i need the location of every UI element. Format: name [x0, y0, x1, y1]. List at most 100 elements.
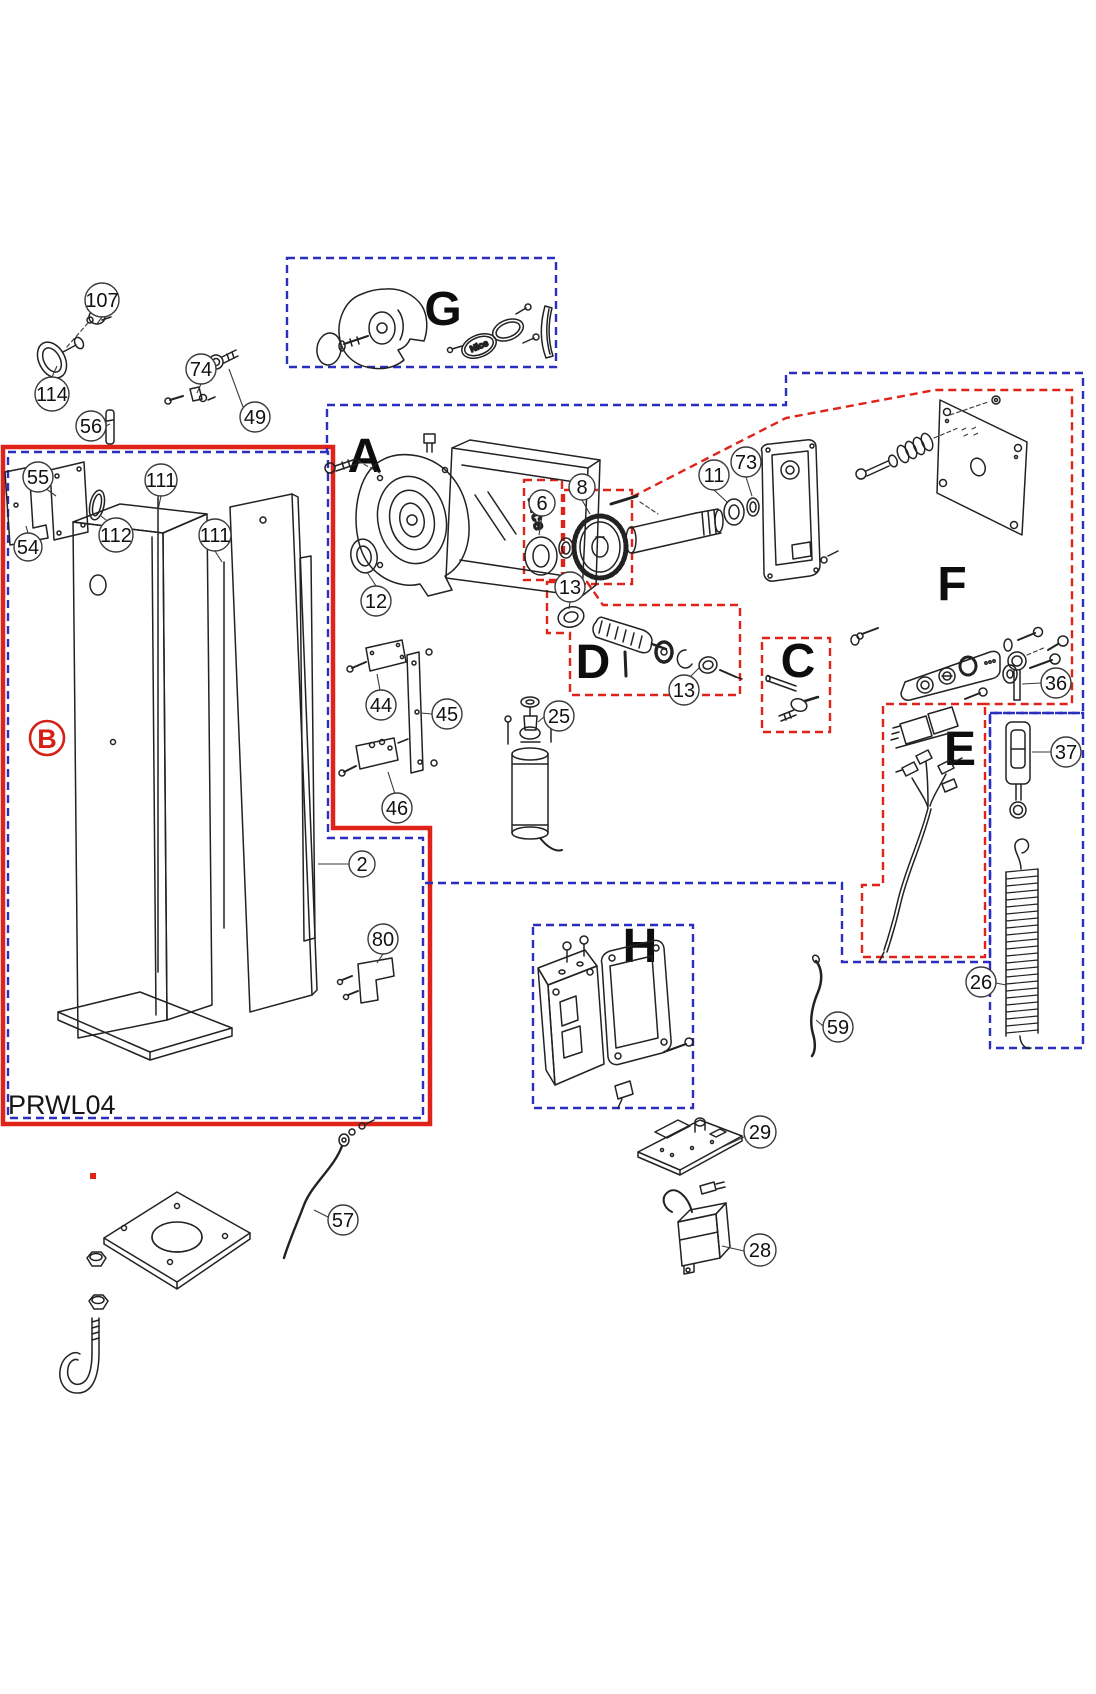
svg-text:25: 25	[548, 706, 570, 728]
svg-text:26: 26	[970, 972, 992, 994]
svg-text:57: 57	[332, 1210, 354, 1232]
part-drive-shaft	[609, 494, 724, 554]
svg-text:13: 13	[559, 577, 581, 599]
callout-56: 56	[75, 410, 107, 442]
callout-12: 12	[360, 585, 392, 617]
callout-54: 54	[13, 532, 43, 562]
dashed-link-107-114	[65, 322, 89, 349]
callout-11: 11	[698, 459, 730, 491]
callout-13-top: 13	[554, 571, 586, 603]
part-f-spring-bolt	[855, 427, 959, 480]
diagram-code-label: PRWL04	[8, 1090, 116, 1120]
part-anchor-nut-2	[88, 1294, 109, 1310]
svg-text:46: 46	[386, 798, 408, 820]
section-label-d: D	[576, 636, 611, 689]
part-g-gasket	[491, 303, 540, 344]
part-rear-cover	[760, 439, 839, 582]
part-73-washer	[746, 497, 760, 517]
svg-text:12: 12	[365, 591, 387, 613]
svg-text:56: 56	[80, 416, 102, 438]
svg-text:8: 8	[576, 477, 587, 499]
group-e-red-border	[860, 702, 987, 959]
callout-112: 112	[98, 517, 134, 553]
part-46-plate	[338, 737, 409, 777]
part-cabinet-post	[57, 503, 233, 1061]
svg-text:111: 111	[146, 470, 176, 492]
svg-text:36: 36	[1045, 673, 1067, 695]
svg-text:112: 112	[100, 525, 132, 547]
callout-2: 2	[348, 850, 376, 878]
svg-text:11: 11	[704, 465, 725, 487]
part-f-plate	[936, 395, 1028, 536]
part-45-bar	[406, 648, 438, 774]
callout-111-right: 111	[198, 518, 232, 552]
callout-49: 49	[239, 401, 271, 433]
part-g-screw	[338, 335, 369, 352]
part-f-release-lock	[850, 626, 1061, 701]
svg-text:107: 107	[85, 290, 118, 312]
part-26-spring	[1005, 838, 1039, 1050]
callout-59: 59	[822, 1011, 854, 1043]
group-8-red-border	[562, 488, 634, 586]
svg-text:29: 29	[749, 1122, 771, 1144]
part-c-pin	[765, 674, 797, 692]
callout-6: 6	[528, 489, 556, 517]
part-g-strip	[540, 305, 554, 359]
part-74-screw-set	[164, 386, 216, 405]
part-11-bearing	[723, 498, 745, 526]
group-af-blue-border	[325, 371, 1085, 964]
part-56-pin	[105, 409, 115, 445]
part-29-pcb	[637, 1117, 743, 1176]
callout-74: 74	[185, 353, 217, 385]
part-e-wire-harness	[878, 749, 963, 963]
svg-text:B: B	[37, 724, 57, 754]
callout-37: 37	[1050, 736, 1082, 768]
svg-text:80: 80	[372, 929, 394, 951]
svg-text:55: 55	[27, 467, 49, 489]
part-c-bolt	[778, 695, 820, 722]
callout-114: 114	[34, 376, 70, 412]
dashed-link-bolt-housing	[357, 460, 381, 474]
svg-text:6: 6	[536, 493, 547, 515]
callout-46: 46	[381, 792, 413, 824]
part-h-box	[537, 935, 605, 1086]
svg-text:111: 111	[200, 525, 230, 547]
callout-80: 80	[367, 923, 399, 955]
dashed-link-pin-shaft	[639, 501, 659, 515]
part-anchor-nut-1	[86, 1251, 107, 1267]
svg-text:74: 74	[190, 359, 212, 381]
part-base-plate	[103, 1191, 251, 1290]
callout-111-left: 111	[144, 463, 178, 497]
part-a-mount-bolt	[324, 458, 358, 474]
callout-44: 44	[365, 689, 397, 721]
part-h-clip	[614, 1080, 634, 1109]
part-112-oval-ring	[88, 489, 106, 521]
part-59-wire	[809, 954, 823, 1058]
section-label-f: F	[937, 558, 966, 611]
part-80-bracket	[336, 957, 395, 1004]
part-artwork: Nice	[4, 288, 1069, 1394]
group-g-border	[285, 256, 558, 369]
part-8-gear	[571, 513, 629, 581]
svg-text:114: 114	[36, 384, 68, 406]
svg-text:37: 37	[1055, 742, 1077, 764]
part-a-bell-housing	[355, 453, 470, 597]
callouts: 107 114 74 49 56 55 111 112 111 54 12 6 …	[13, 282, 1082, 1267]
part-28-capacitor	[662, 1181, 731, 1275]
part-2-cover-strip	[299, 555, 316, 942]
section-label-a: A	[348, 430, 383, 483]
callout-29: 29	[743, 1115, 777, 1149]
callout-25: 25	[543, 700, 575, 732]
callout-13-bottom: 13	[668, 674, 700, 706]
svg-text:2: 2	[356, 854, 367, 876]
group-c-red-border	[760, 636, 832, 734]
part-55-plate	[49, 461, 89, 541]
svg-text:49: 49	[244, 407, 266, 429]
part-44-plate	[346, 639, 407, 673]
section-label-b: B	[28, 719, 66, 757]
callout-107: 107	[84, 282, 120, 318]
section-label-e: E	[944, 723, 976, 776]
callout-57: 57	[327, 1204, 359, 1236]
